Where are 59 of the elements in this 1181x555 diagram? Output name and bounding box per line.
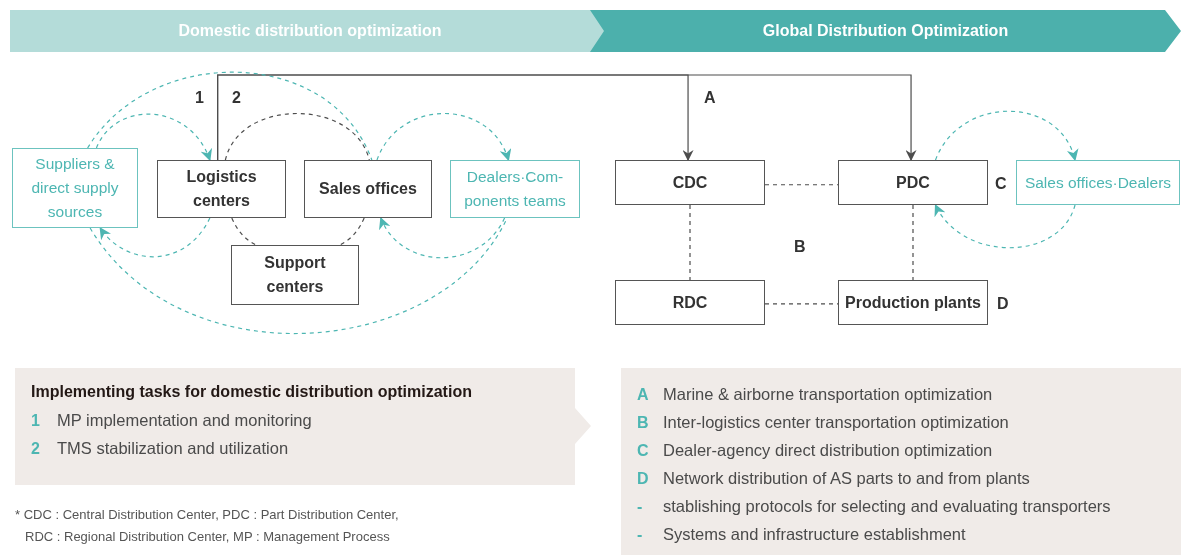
list-item-text: Systems and infrastructure establishment — [663, 524, 966, 545]
list-marker: D — [637, 469, 650, 489]
route-marker: 1 — [195, 88, 204, 108]
list-marker: - — [637, 497, 644, 517]
arrow — [217, 74, 917, 162]
list-marker: A — [637, 385, 650, 405]
process-box — [231, 245, 359, 305]
box-label: Suppliers & direct supply sources — [30, 154, 120, 222]
box-label: Sales offices — [319, 179, 417, 199]
list-item-text: stablishing protocols for selecting and evaluating transporters — [663, 496, 1111, 517]
process-box — [838, 280, 988, 325]
stakeholder-box — [1016, 160, 1180, 205]
box-label: Logistics centers — [185, 167, 258, 211]
box-label: CDC — [672, 172, 708, 193]
route-marker: B — [794, 237, 806, 257]
route-marker: C — [995, 174, 1007, 194]
process-box — [838, 160, 988, 205]
dashed-connector — [912, 204, 914, 281]
process-box — [157, 160, 286, 218]
list-marker: 1 — [31, 411, 41, 431]
dashed-connector — [934, 110, 1077, 162]
list-marker: 2 — [31, 439, 41, 459]
list-item-text: TMS stabilization and utilization — [57, 438, 289, 459]
list-item-text: Network distribution of AS parts to and from plants — [663, 468, 1030, 489]
list-item-text: Inter-logistics center transportation optimization — [663, 412, 1009, 433]
list-item-text: Dealer-agency direct distribution optimization — [663, 440, 993, 461]
box-label: RDC — [672, 292, 708, 313]
banner-title: Domestic distribution optimization — [178, 21, 442, 41]
route-marker: D — [997, 294, 1009, 314]
box-label: Production plants — [845, 292, 981, 313]
dashed-connector — [339, 217, 365, 246]
process-box — [304, 160, 432, 218]
banner-title: Global Distribution Optimization — [762, 21, 1009, 41]
dashed-connector — [689, 204, 691, 281]
route-marker: A — [704, 88, 716, 108]
list-marker: B — [637, 413, 650, 433]
list-marker: - — [637, 525, 644, 545]
box-label: Sales offices·Dealers — [1024, 172, 1172, 193]
dashed-connector — [231, 217, 257, 246]
list-marker: C — [637, 441, 650, 461]
dashed-connector — [224, 112, 370, 161]
stakeholder-box — [450, 160, 580, 218]
route-marker: 2 — [232, 88, 241, 108]
list-item-text: MP implementation and monitoring — [57, 410, 312, 431]
process-box — [615, 280, 765, 325]
footnote: * CDC : Central Distribution Center, PDC : Part Distribution Center, RDC : Regional Distribution Center, MP : Management Process — [15, 506, 400, 546]
stakeholder-box — [12, 148, 138, 228]
dashed-connector — [95, 113, 211, 162]
dashed-connector — [376, 112, 510, 162]
dashed-connector — [87, 71, 373, 161]
panel-heading: Implementing tasks for domestic distribution optimization — [31, 382, 473, 402]
dashed-connector — [99, 217, 211, 258]
dashed-connector — [934, 203, 1076, 249]
box-label: Support centers — [263, 253, 327, 297]
dashed-connector — [380, 216, 506, 259]
list-item-text: Marine & airborne transportation optimization — [663, 384, 993, 405]
process-box — [615, 160, 765, 205]
box-label: PDC — [896, 172, 930, 193]
box-label: Dealers·Com- ponents teams — [463, 167, 567, 211]
